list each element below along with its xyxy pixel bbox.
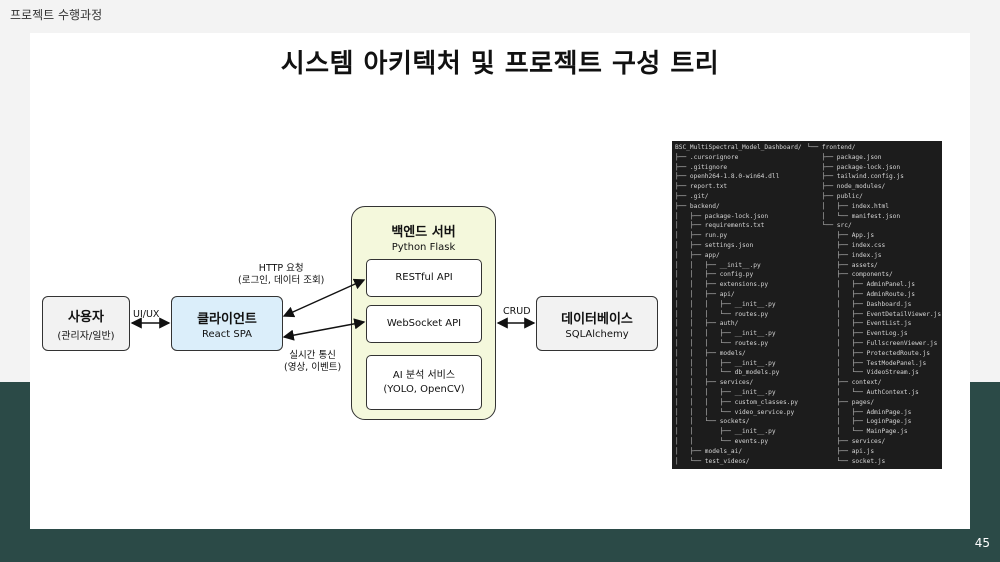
crud-label: CRUD xyxy=(503,306,531,317)
restful-api-box: RESTful API xyxy=(366,259,482,297)
user-subtitle: (관리자/일반) xyxy=(57,330,115,342)
ai-service-box: AI 분석 서비스 (YOLO, OpenCV) xyxy=(366,355,482,410)
backend-title: 백엔드 서버 xyxy=(391,225,456,240)
client-title: 클라이언트 xyxy=(197,311,257,327)
uiux-label: UI/UX xyxy=(133,309,160,320)
restful-api-label: RESTful API xyxy=(395,272,453,284)
backend-subtitle: Python Flask xyxy=(391,242,456,253)
client-rest-arrow xyxy=(282,278,366,318)
ai-service-label: AI 분석 서비스 (YOLO, OpenCV) xyxy=(383,370,465,395)
database-title: 데이터베이스 xyxy=(561,311,633,327)
client-subtitle: React SPA xyxy=(202,328,252,340)
database-box: 데이터베이스 SQLAlchemy xyxy=(536,296,658,351)
http-request-label: HTTP 요청 (로그인, 데이터 조회) xyxy=(238,263,325,287)
page-number: 45 xyxy=(974,536,990,550)
user-title: 사용자 xyxy=(68,309,104,325)
user-box: 사용자 (관리자/일반) xyxy=(42,296,130,351)
realtime-label: 실시간 통신 (영상, 이벤트) xyxy=(284,350,342,374)
slide-title: 시스템 아키텍처 및 프로젝트 구성 트리 xyxy=(280,49,720,79)
project-tree-panel: BSC_MultiSpectral_Model_Dashboard/ ├── .… xyxy=(672,141,942,469)
project-tree-backend: BSC_MultiSpectral_Model_Dashboard/ ├── .… xyxy=(675,144,802,465)
section-label: 프로젝트 수행과정 xyxy=(10,8,103,22)
client-websocket-arrow xyxy=(282,318,366,341)
database-subtitle: SQLAlchemy xyxy=(565,328,629,340)
project-tree-frontend: └── frontend/ ├── package.json ├── packa… xyxy=(807,144,942,465)
websocket-api-box: WebSocket API xyxy=(366,305,482,343)
client-box: 클라이언트 React SPA xyxy=(171,296,283,351)
websocket-api-label: WebSocket API xyxy=(386,318,462,330)
